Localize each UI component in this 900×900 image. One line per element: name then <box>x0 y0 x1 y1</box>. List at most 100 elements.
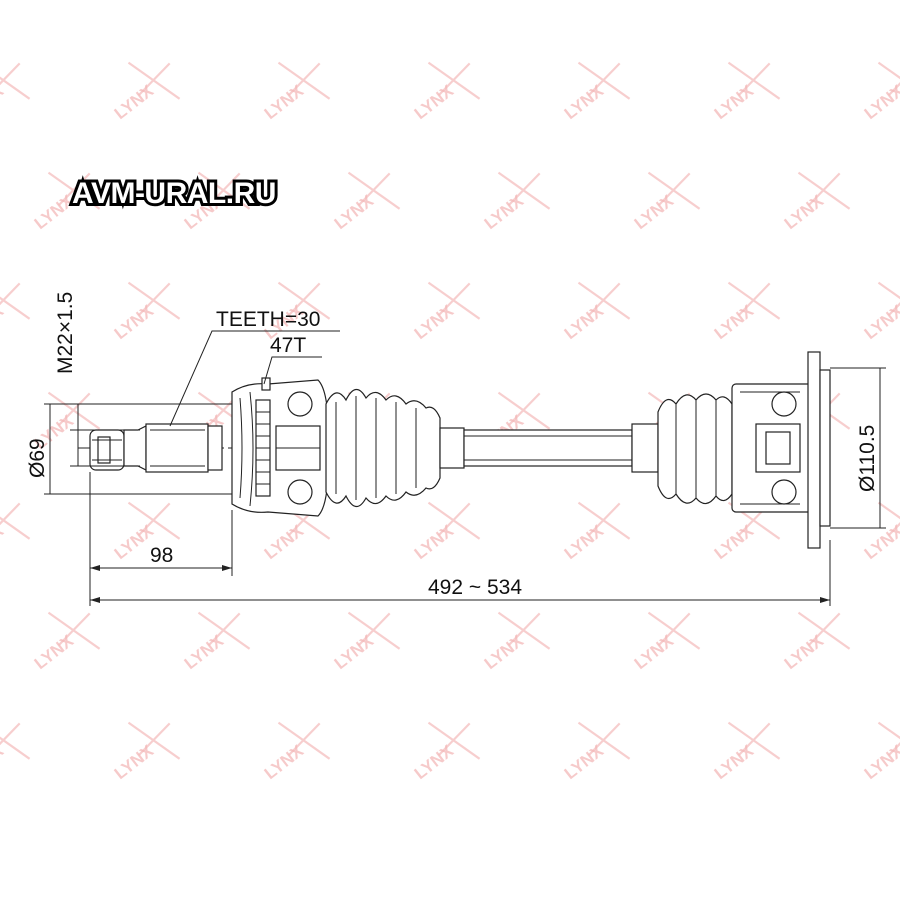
svg-text:LYNX: LYNX <box>111 741 158 783</box>
lynx-mark-icon <box>577 61 631 100</box>
lynx-watermark: LYNX <box>561 501 631 563</box>
outer-boot <box>325 388 441 508</box>
lynx-mark-icon <box>497 391 551 430</box>
lynx-mark-icon <box>497 171 551 210</box>
lynx-mark-icon <box>0 501 31 540</box>
lynx-mark-icon <box>197 611 251 650</box>
svg-text:LYNX: LYNX <box>711 301 758 343</box>
lynx-mark-icon <box>797 171 851 210</box>
lynx-mark-icon <box>427 501 481 540</box>
lynx-watermark: LYNX <box>781 611 851 673</box>
svg-text:LYNX: LYNX <box>31 631 78 673</box>
lynx-mark-icon <box>877 721 900 760</box>
lynx-mark-icon <box>727 281 781 320</box>
lynx-watermark: LYNX <box>561 721 631 783</box>
axle-shaft <box>463 429 633 467</box>
lynx-watermark: LYNX <box>711 61 781 123</box>
lynx-mark-icon <box>47 171 101 210</box>
lynx-watermark: LYNX <box>481 611 551 673</box>
svg-text:LYNX: LYNX <box>31 191 78 233</box>
teeth-label: TEETH=30 <box>216 308 320 331</box>
boot-clamp-outer <box>439 427 465 469</box>
lynx-watermark: LYNX <box>0 721 31 783</box>
svg-text:LYNX: LYNX <box>481 631 528 673</box>
lynx-mark-icon <box>127 721 181 760</box>
lynx-watermark: LYNX <box>561 61 631 123</box>
svg-text:LYNX: LYNX <box>261 81 308 123</box>
svg-text:LYNX: LYNX <box>631 191 678 233</box>
abs-ring-label: 47T <box>270 334 306 357</box>
axle-assembly <box>78 351 831 549</box>
svg-text:LYNX: LYNX <box>711 741 758 783</box>
svg-text:LYNX: LYNX <box>561 301 608 343</box>
lynx-mark-icon <box>427 61 481 100</box>
svg-text:LYNX: LYNX <box>561 521 608 563</box>
lynx-watermark: LYNX <box>711 281 781 343</box>
overall-length-label: 492 ~ 534 <box>428 576 522 599</box>
lynx-watermark: LYNX <box>111 281 181 343</box>
lynx-mark-icon <box>277 281 331 320</box>
svg-text:LYNX: LYNX <box>711 521 758 563</box>
lynx-mark-icon <box>577 501 631 540</box>
lynx-mark-icon <box>0 721 31 760</box>
lynx-mark-icon <box>277 61 331 100</box>
svg-text:LYNX: LYNX <box>261 741 308 783</box>
lynx-watermark: LYNX <box>0 281 31 343</box>
lynx-watermark: LYNX <box>561 281 631 343</box>
svg-text:LYNX: LYNX <box>781 191 828 233</box>
lynx-watermark: LYNX <box>0 501 31 563</box>
lynx-mark-icon <box>727 721 781 760</box>
lynx-watermark: LYNX <box>411 721 481 783</box>
dimension-lines <box>44 330 886 606</box>
lynx-watermark: LYNX <box>261 721 331 783</box>
lynx-mark-icon <box>427 281 481 320</box>
svg-text:LYNX: LYNX <box>631 631 678 673</box>
lynx-mark-icon <box>47 391 101 430</box>
thread-label: M22×1.5 <box>54 292 77 374</box>
lynx-watermark: LYNX <box>781 171 851 233</box>
lynx-mark-icon <box>497 611 551 650</box>
lynx-mark-icon <box>427 721 481 760</box>
lynx-mark-icon <box>277 721 331 760</box>
lynx-mark-icon <box>647 171 701 210</box>
svg-text:LYNX: LYNX <box>411 741 458 783</box>
lynx-mark-icon <box>127 281 181 320</box>
svg-text:LYNX: LYNX <box>861 741 900 783</box>
svg-text:LYNX: LYNX <box>111 301 158 343</box>
site-watermark: AVM-URAL.RU <box>72 177 276 210</box>
lynx-watermark: LYNX <box>631 171 701 233</box>
lynx-mark-icon <box>877 281 900 320</box>
svg-text:LYNX: LYNX <box>0 81 7 123</box>
lynx-mark-icon <box>797 611 851 650</box>
lynx-watermark: LYNX <box>331 171 401 233</box>
lynx-watermark: LYNX <box>711 721 781 783</box>
inner-diameter-label: Ø110.5 <box>856 425 879 492</box>
lynx-mark-icon <box>127 501 181 540</box>
shaft-length-label: 98 <box>150 544 173 567</box>
lynx-watermark: LYNX <box>861 281 900 343</box>
svg-text:LYNX: LYNX <box>561 741 608 783</box>
svg-text:LYNX: LYNX <box>411 301 458 343</box>
svg-text:LYNX: LYNX <box>331 631 378 673</box>
lynx-watermark: LYNX <box>861 721 900 783</box>
lynx-watermark: LYNX <box>631 611 701 673</box>
svg-text:LYNX: LYNX <box>0 521 7 563</box>
outer-cv-joint <box>231 377 329 517</box>
svg-text:LYNX: LYNX <box>331 191 378 233</box>
lynx-mark-icon <box>197 171 251 210</box>
svg-text:LYNX: LYNX <box>411 81 458 123</box>
lynx-watermark: LYNX <box>0 61 31 123</box>
lynx-mark-icon <box>127 61 181 100</box>
inner-boot <box>657 393 733 505</box>
boot-clamp-inner <box>631 423 659 473</box>
svg-text:LYNX: LYNX <box>781 631 828 673</box>
lynx-watermark: LYNX <box>181 611 251 673</box>
svg-text:LYNX: LYNX <box>411 521 458 563</box>
svg-text:LYNX: LYNX <box>111 81 158 123</box>
lynx-mark-icon <box>47 611 101 650</box>
lynx-mark-icon <box>0 281 31 320</box>
svg-text:LYNX: LYNX <box>0 301 7 343</box>
svg-text:LYNX: LYNX <box>861 301 900 343</box>
outer-diameter-label: Ø69 <box>26 438 49 478</box>
